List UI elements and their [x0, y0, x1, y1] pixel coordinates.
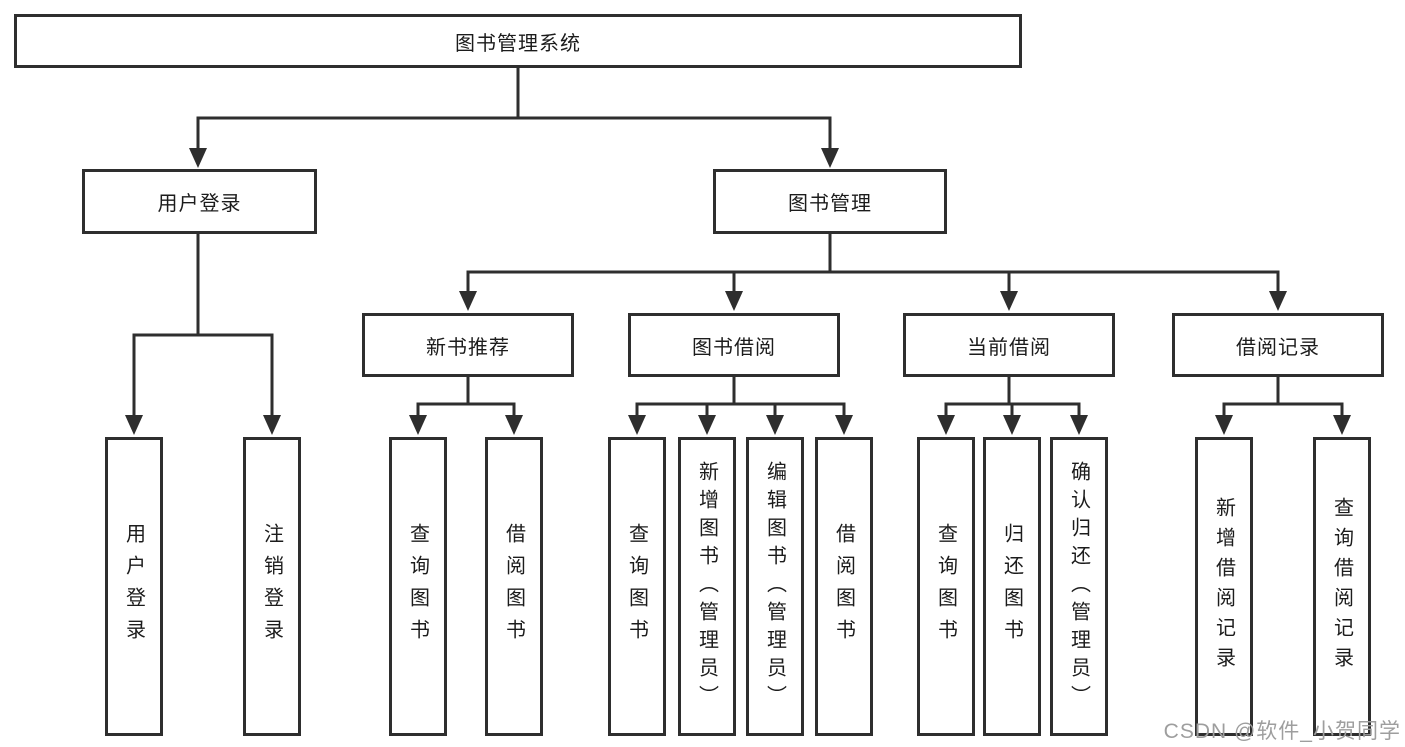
leaf-logout: 注销登录 — [243, 437, 301, 736]
arrowhead — [628, 415, 646, 435]
arrowhead — [1003, 415, 1021, 435]
arrowhead — [698, 415, 716, 435]
arrowhead — [766, 415, 784, 435]
node-current-borrowing: 当前借阅 — [903, 313, 1115, 377]
node-label: 编辑图书（管理员） — [763, 460, 786, 713]
arrowhead — [505, 415, 523, 435]
node-label: 新增图书（管理员） — [695, 460, 718, 713]
arrowhead — [263, 415, 281, 435]
leaf-borrow-books-borrowing: 借阅图书 — [815, 437, 873, 736]
leaf-return-books: 归还图书 — [983, 437, 1041, 736]
node-new-book-recommendation: 新书推荐 — [362, 313, 574, 377]
node-label: 新增借阅记录 — [1212, 496, 1235, 677]
node-library-management-system: 图书管理系统 — [14, 14, 1022, 68]
node-label: 用户登录 — [122, 522, 145, 651]
arrowhead-group — [125, 148, 1351, 435]
leaf-query-books-recommend: 查询图书 — [389, 437, 447, 736]
node-label: 归还图书 — [1000, 522, 1023, 651]
node-label: 查询图书 — [934, 522, 957, 651]
node-label: 新书推荐 — [426, 336, 510, 359]
arrowhead — [125, 415, 143, 435]
node-book-borrowing: 图书借阅 — [628, 313, 840, 377]
arrowhead — [725, 291, 743, 311]
arrowhead — [821, 148, 839, 168]
arrowhead — [1269, 291, 1287, 311]
arrowhead — [459, 291, 477, 311]
watermark: CSDN @软件_小贺同学 — [1163, 720, 1401, 743]
leaf-query-books-borrowing: 查询图书 — [608, 437, 666, 736]
arrowhead — [937, 415, 955, 435]
node-label: 借阅图书 — [502, 522, 525, 651]
arrowhead — [1000, 291, 1018, 311]
arrowhead — [409, 415, 427, 435]
node-label: 确认归还（管理员） — [1067, 460, 1090, 713]
arrowhead — [1215, 415, 1233, 435]
node-label: 图书管理系统 — [455, 32, 581, 55]
leaf-add-book-admin: 新增图书（管理员） — [678, 437, 736, 736]
arrowhead — [1333, 415, 1351, 435]
node-label: 用户登录 — [157, 193, 242, 215]
node-label: 图书管理 — [788, 193, 872, 215]
leaf-edit-book-admin: 编辑图书（管理员） — [746, 437, 804, 736]
leaf-add-borrow-record: 新增借阅记录 — [1195, 437, 1253, 736]
node-label: 查询图书 — [625, 522, 648, 651]
node-borrowing-records: 借阅记录 — [1172, 313, 1384, 377]
arrowhead — [835, 415, 853, 435]
leaf-query-books-current: 查询图书 — [917, 437, 975, 736]
node-label: 当前借阅 — [967, 336, 1051, 359]
node-book-management: 图书管理 — [713, 169, 947, 234]
node-user-login: 用户登录 — [82, 169, 317, 234]
node-label: 查询借阅记录 — [1330, 496, 1353, 677]
arrowhead — [189, 148, 207, 168]
node-label: 查询图书 — [406, 522, 429, 651]
leaf-query-borrow-record: 查询借阅记录 — [1313, 437, 1371, 736]
node-label: 借阅记录 — [1236, 336, 1320, 359]
leaf-borrow-books-recommend: 借阅图书 — [485, 437, 543, 736]
node-label: 借阅图书 — [832, 522, 855, 651]
node-label: 图书借阅 — [692, 336, 776, 359]
leaf-user-login: 用户登录 — [105, 437, 163, 736]
node-label: 注销登录 — [260, 522, 283, 651]
arrowhead — [1070, 415, 1088, 435]
connector-line-group — [132, 68, 1344, 417]
leaf-confirm-return-admin: 确认归还（管理员） — [1050, 437, 1108, 736]
